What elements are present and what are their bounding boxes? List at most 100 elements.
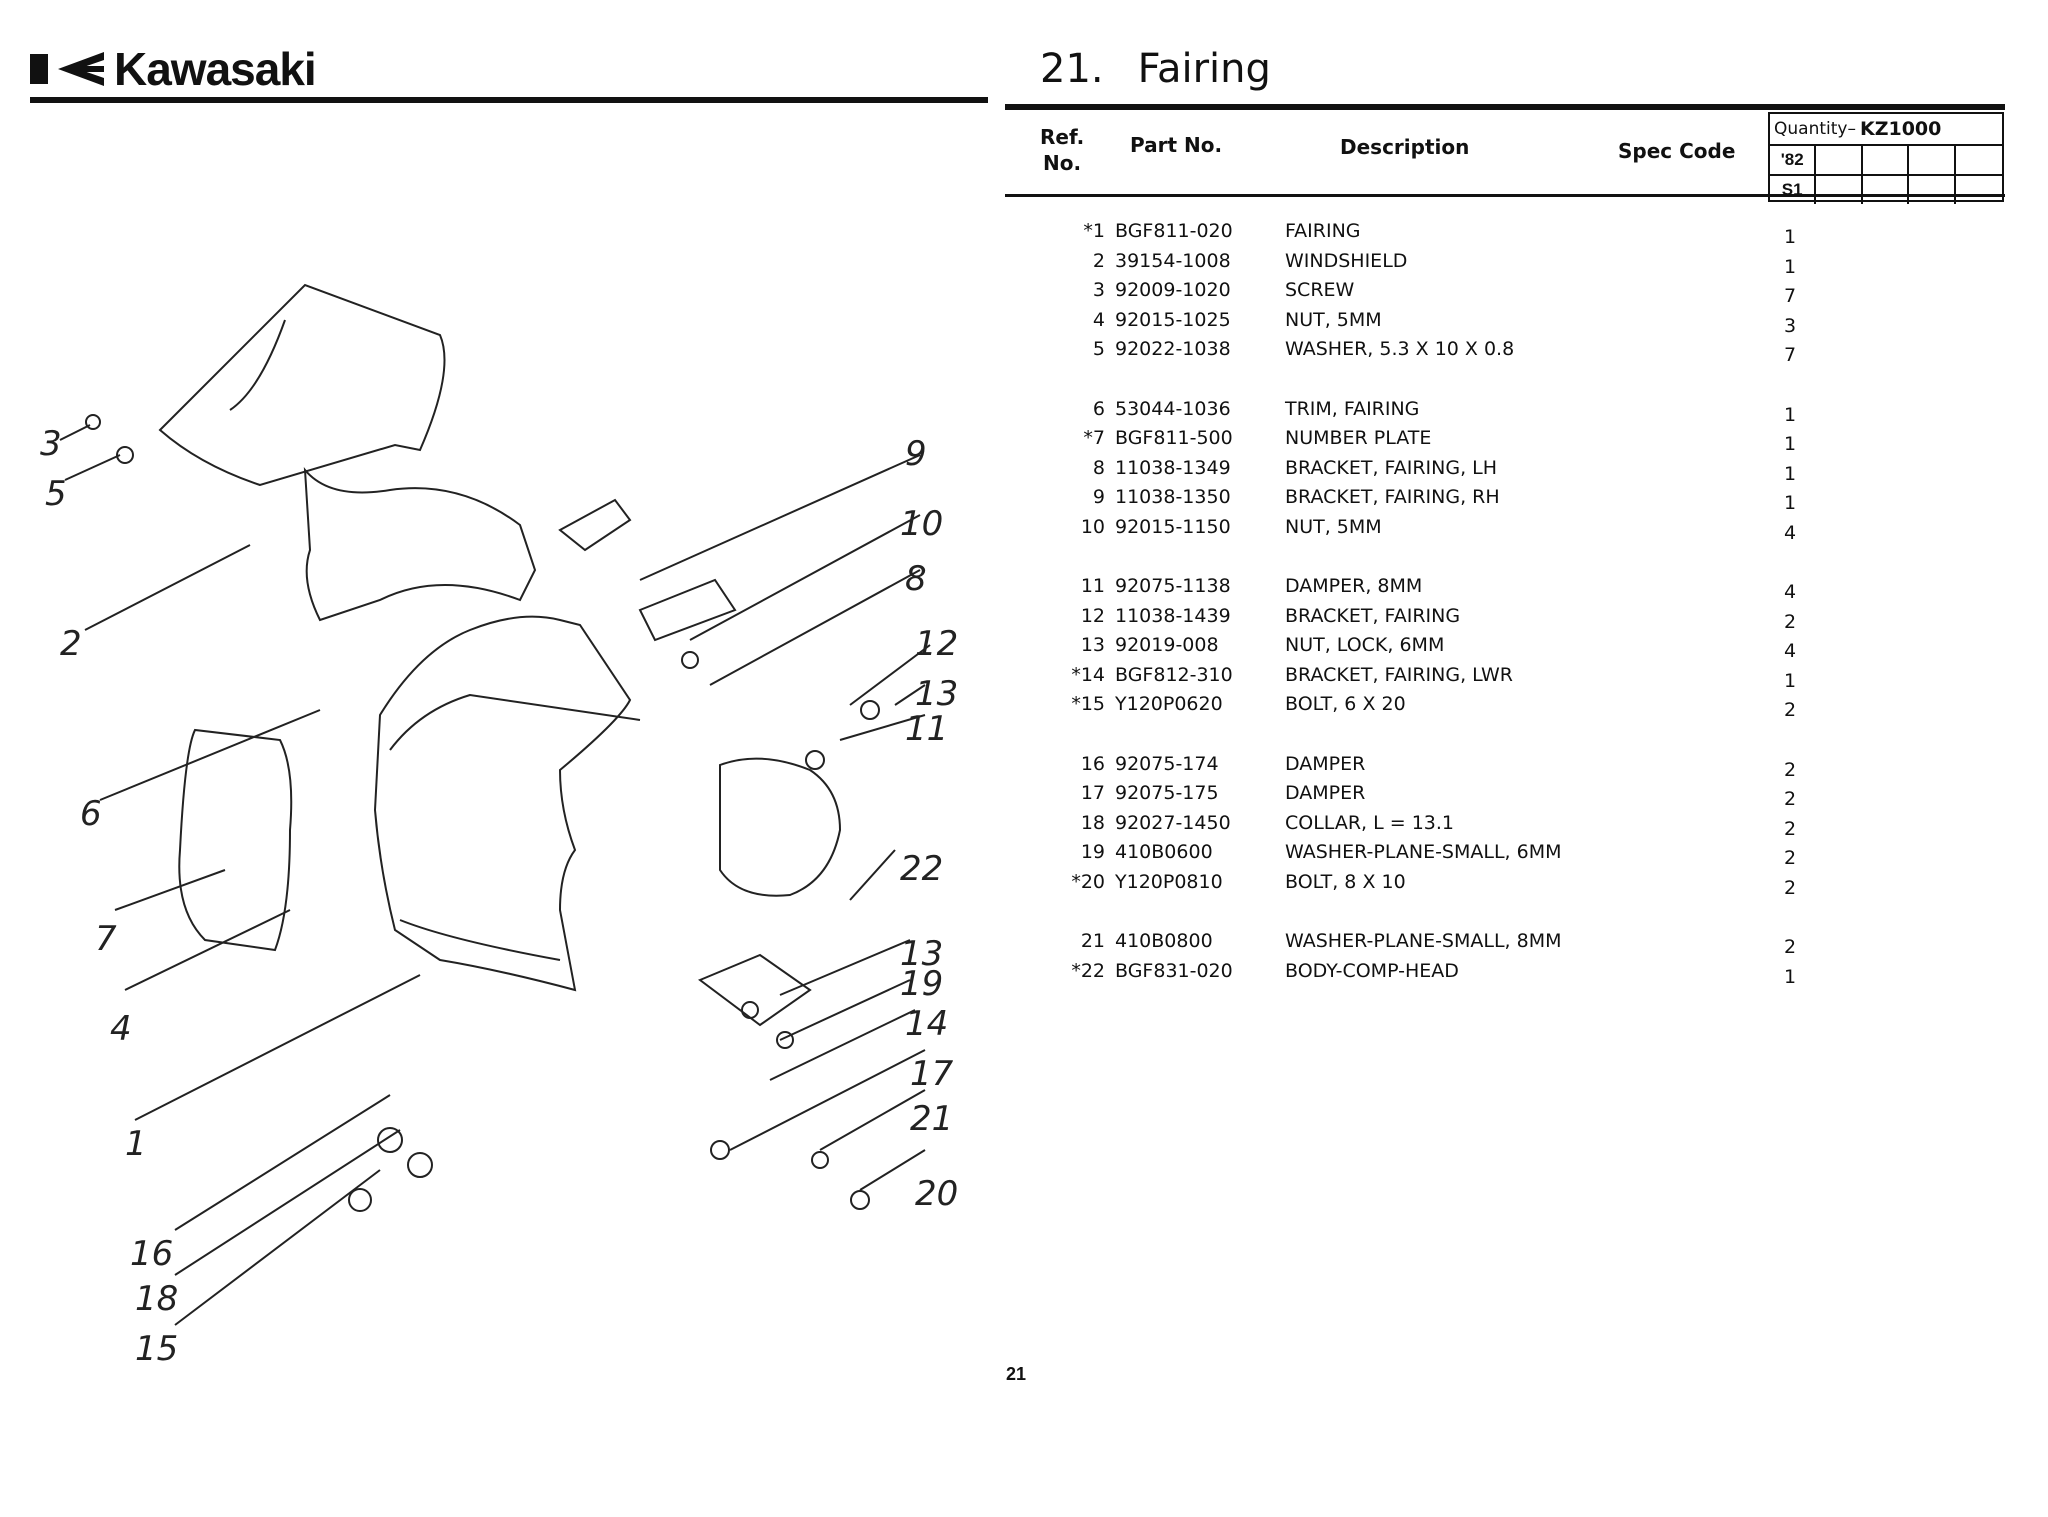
description: TRIM, FAIRING [1285, 397, 1420, 420]
description: SCREW [1285, 279, 1355, 301]
part-no: 11038-1439 [1115, 604, 1231, 627]
description: DAMPER [1285, 782, 1366, 804]
table-row: 9 11038-1350 BRACKET, FAIRING, RH 1 [1005, 484, 2005, 514]
table-row: 4 92015-1025 NUT, 5MM 3 [1005, 307, 2005, 337]
quantity: 1 [1783, 669, 1797, 692]
quantity: 1 [1783, 492, 1797, 514]
callout-label: 9 [905, 434, 927, 474]
quantity: 2 [1783, 936, 1797, 958]
column-header-ref: Ref. No. [1040, 124, 1084, 176]
description: WASHER-PLANE-SMALL, 6MM [1285, 841, 1562, 863]
quantity-code-row: S1 [1770, 174, 2002, 204]
part-no: 92075-175 [1115, 782, 1219, 804]
ref-no: 4 [1092, 308, 1105, 331]
brand-bar [30, 54, 48, 84]
part-no: 92022-1038 [1115, 338, 1231, 360]
brand-name: Kawasaki [114, 43, 317, 95]
column-header-spec-code: Spec Code [1618, 139, 1736, 163]
callout-label: 20 [915, 1174, 958, 1214]
description: DAMPER, 8MM [1285, 575, 1423, 597]
ref-no: *20 [1071, 870, 1105, 893]
part-no: 92027-1450 [1115, 811, 1231, 834]
quantity-year-row: '82 [1770, 146, 2002, 174]
part-no: 39154-1008 [1115, 249, 1231, 272]
ref-no: *7 [1083, 427, 1105, 449]
callout-label: 11 [905, 709, 948, 749]
ref-no: 11 [1080, 575, 1105, 597]
part-no: BGF811-020 [1115, 220, 1233, 242]
quantity: 4 [1783, 521, 1797, 544]
callout-label: 1 [125, 1124, 147, 1164]
quantity: 2 [1783, 699, 1797, 721]
header-rule-right [1005, 104, 2005, 110]
callout-label: 12 [915, 624, 958, 664]
part-no: 92015-1025 [1115, 308, 1231, 331]
quantity-year: '82 [1770, 146, 1817, 174]
description: NUMBER PLATE [1285, 427, 1432, 449]
part-no: 11038-1349 [1115, 456, 1231, 479]
callout-label: 7 [95, 919, 117, 959]
description: WINDSHIELD [1285, 249, 1408, 272]
description: NUT, 5MM [1285, 308, 1382, 331]
description: BODY-COMP-HEAD [1285, 959, 1459, 982]
ref-no: *15 [1071, 693, 1105, 715]
quantity: 7 [1783, 344, 1797, 366]
quantity: 4 [1783, 581, 1797, 603]
ref-no: 21 [1080, 930, 1105, 952]
ref-no: 16 [1080, 752, 1105, 775]
table-row: 16 92075-174 DAMPER 2 [1005, 751, 2005, 781]
ref-no: 9 [1092, 486, 1105, 508]
quantity: 3 [1783, 314, 1797, 337]
ref-no: 13 [1080, 634, 1105, 656]
quantity-label: Quantity– [1774, 119, 1856, 139]
kawasaki-logo-icon [58, 52, 104, 86]
quantity-header: Quantity–KZ1000 [1770, 114, 2002, 146]
description: COLLAR, L = 13.1 [1285, 811, 1454, 834]
part-no: Y120P0810 [1115, 870, 1223, 893]
callout-label: 3 [40, 424, 62, 464]
callout-label: 19 [900, 964, 943, 1004]
fairing-body-drawing [373, 615, 632, 992]
quantity-code: S1 [1770, 176, 1817, 204]
ref-no: 17 [1080, 782, 1105, 804]
part-no: BGF812-310 [1115, 663, 1233, 686]
ref-no: *22 [1071, 959, 1105, 982]
ref-no: 2 [1092, 249, 1105, 272]
quantity: 2 [1783, 847, 1797, 869]
page-title: 21.Fairing [1040, 46, 1305, 92]
ref-no: 6 [1092, 397, 1105, 420]
ref-no: 19 [1080, 841, 1105, 863]
ref-header-line1: Ref. [1040, 125, 1085, 149]
description: BRACKET, FAIRING, RH [1285, 486, 1500, 508]
part-no: 92075-174 [1115, 752, 1219, 775]
quantity: 2 [1783, 876, 1797, 899]
part-no: 92019-008 [1115, 634, 1219, 656]
description: DAMPER [1285, 752, 1366, 775]
brand-header: Kawasaki [30, 42, 317, 96]
quantity: 1 [1783, 255, 1797, 278]
quantity: 2 [1783, 788, 1797, 810]
ref-no: 5 [1092, 338, 1105, 360]
callout-label: 22 [900, 849, 943, 889]
callout-label: 13 [915, 674, 958, 714]
part-no: 92009-1020 [1115, 279, 1231, 301]
callout-label: 6 [80, 794, 102, 834]
part-no: 11038-1350 [1115, 486, 1231, 508]
quantity: 4 [1783, 640, 1797, 662]
description: WASHER-PLANE-SMALL, 8MM [1285, 930, 1562, 952]
quantity: 2 [1783, 758, 1797, 781]
callout-label: 4 [110, 1009, 132, 1049]
lower-bracket-drawing [698, 953, 812, 1027]
section-title: Fairing [1137, 46, 1271, 92]
